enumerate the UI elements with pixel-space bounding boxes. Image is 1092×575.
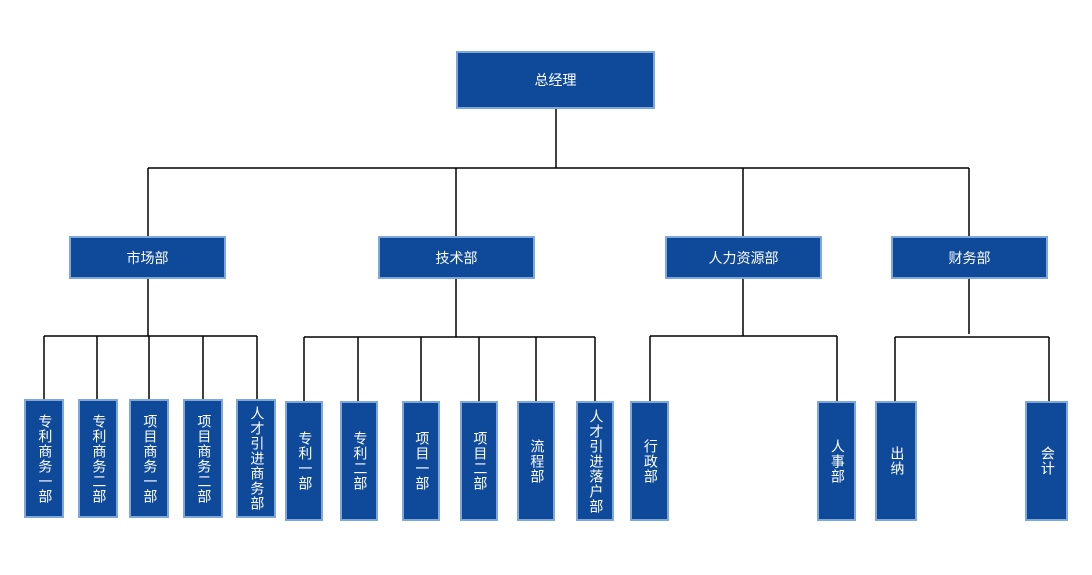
node-sub-dept: 行政部 [630,401,669,521]
node-label: 项目商务二部 [195,413,212,504]
node-label: 人事部 [828,438,845,484]
node-sub-dept: 人事部 [817,401,856,521]
node-label: 项目一部 [413,431,430,491]
node-sub-dept: 专利一部 [285,401,323,521]
node-label: 财务部 [948,250,991,267]
node-label: 专利商务一部 [36,413,53,504]
node-sub-dept: 专利商务二部 [78,399,118,518]
node-label: 技术部 [435,250,478,267]
node-sub-dept: 会计 [1025,401,1068,521]
node-marketing-dept: 市场部 [69,236,226,279]
node-label: 出纳 [888,446,905,476]
node-label: 人才引进落户部 [587,408,604,514]
node-sub-dept: 项目二部 [460,401,498,521]
node-sub-dept: 专利商务一部 [24,399,64,518]
node-technology-dept: 技术部 [378,236,535,279]
node-label: 专利商务二部 [90,413,107,504]
node-sub-dept: 专利二部 [340,401,378,521]
node-label: 行政部 [641,438,658,484]
node-label: 项目商务一部 [141,413,158,504]
node-sub-dept: 项目商务一部 [129,399,169,518]
node-finance-dept: 财务部 [891,236,1048,279]
node-general-manager: 总经理 [456,51,655,109]
node-label: 会计 [1038,446,1055,476]
node-sub-dept: 出纳 [875,401,917,521]
node-sub-dept: 流程部 [517,401,555,521]
node-label: 专利二部 [351,431,368,491]
node-sub-dept: 人才引进商务部 [236,399,276,518]
node-sub-dept: 项目商务二部 [183,399,223,518]
node-sub-dept: 人才引进落户部 [576,401,614,521]
node-label: 总经理 [534,73,577,89]
node-sub-dept: 项目一部 [402,401,440,521]
node-label: 人才引进商务部 [248,406,265,511]
node-label: 市场部 [126,250,169,267]
node-label: 人力资源部 [708,250,779,267]
node-label: 项目二部 [471,431,488,491]
node-label: 流程部 [528,438,545,484]
node-label: 专利一部 [296,431,313,491]
node-hr-dept: 人力资源部 [665,236,822,279]
